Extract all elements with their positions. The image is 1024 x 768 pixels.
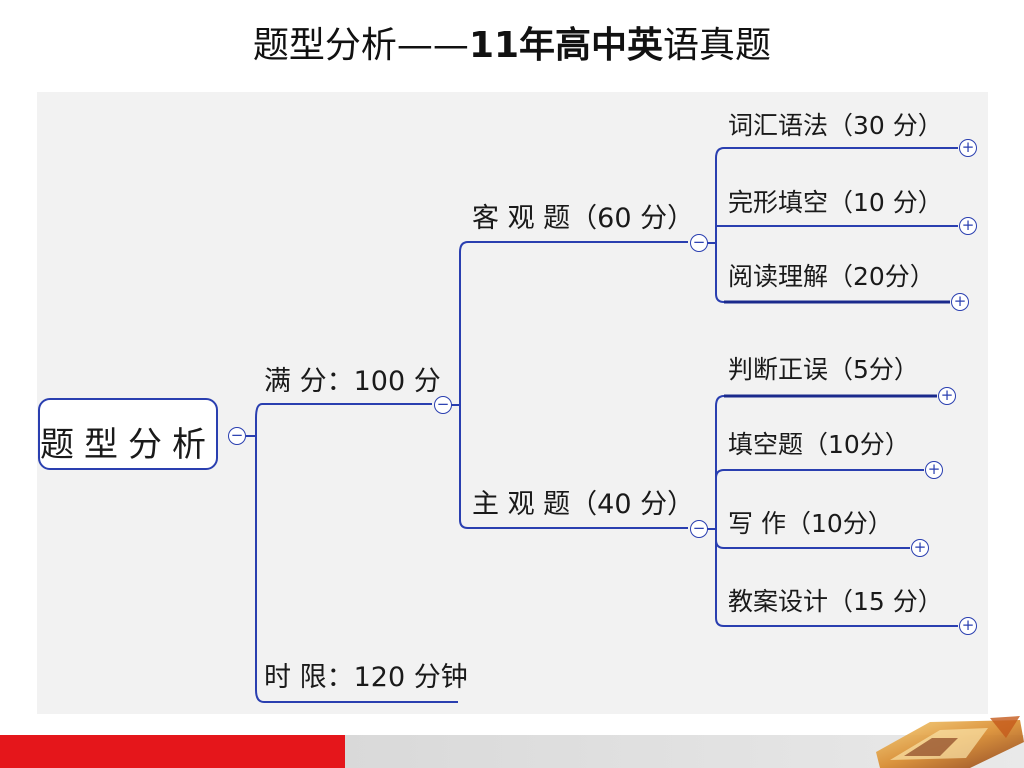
truefalse-expand-icon[interactable]: + <box>938 387 956 405</box>
slide-footer-logo <box>876 716 1024 768</box>
subjective-node[interactable]: 主 观 题（40 分） <box>472 489 695 520</box>
fillblank-expand-icon[interactable]: + <box>925 461 943 479</box>
lessonplan-expand-icon[interactable]: + <box>959 617 977 635</box>
title-part-3: 语真题 <box>663 25 772 66</box>
title-part-1: 题型分析—— <box>252 25 469 66</box>
objective-item-reading[interactable]: 阅读理解（20分） <box>728 262 935 291</box>
objective-item-vocab[interactable]: 词汇语法（30 分） <box>728 111 943 140</box>
vocab-expand-icon[interactable]: + <box>959 139 977 157</box>
time-limit-node[interactable]: 时 限：120 分钟 <box>264 662 468 693</box>
full-score-collapse-icon[interactable]: − <box>434 396 452 414</box>
subjective-item-truefalse[interactable]: 判断正误（5分） <box>728 355 919 384</box>
subjective-item-writing[interactable]: 写 作（10分） <box>728 509 893 538</box>
root-node-label: 题型分析 <box>40 425 216 465</box>
title-part-2: 11年高中英 <box>468 25 664 66</box>
reading-expand-icon[interactable]: + <box>951 293 969 311</box>
subjective-collapse-icon[interactable]: − <box>690 520 708 538</box>
footer-red-bar <box>0 735 345 768</box>
writing-expand-icon[interactable]: + <box>911 539 929 557</box>
slide-title: 题型分析——11年高中英语真题 <box>0 16 1024 68</box>
full-score-node[interactable]: 满 分：100 分 <box>264 366 441 397</box>
objective-collapse-icon[interactable]: − <box>690 234 708 252</box>
objective-item-cloze[interactable]: 完形填空（10 分） <box>728 188 943 217</box>
root-node[interactable]: 题型分析 <box>38 398 218 470</box>
objective-node[interactable]: 客 观 题（60 分） <box>472 203 695 234</box>
subjective-item-fillblank[interactable]: 填空题（10分） <box>728 430 910 459</box>
root-collapse-icon[interactable]: − <box>228 427 246 445</box>
subjective-item-lessonplan[interactable]: 教案设计（15 分） <box>728 587 943 616</box>
cloze-expand-icon[interactable]: + <box>959 217 977 235</box>
